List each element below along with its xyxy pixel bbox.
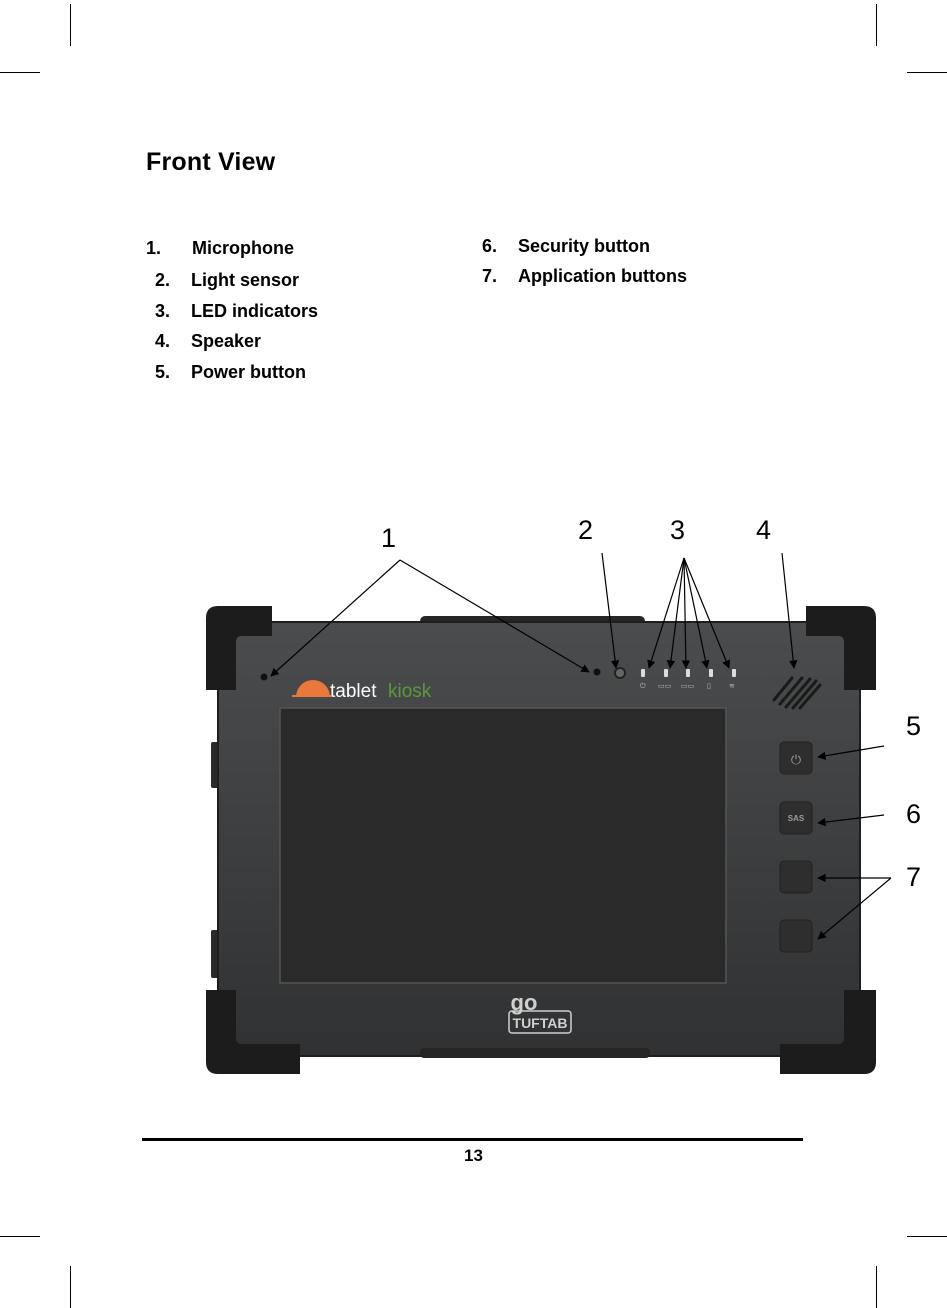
svg-text:tablet: tablet [330, 681, 377, 702]
led-indicators [641, 669, 736, 677]
svg-text:▯: ▯ [707, 682, 711, 690]
light-sensor [614, 667, 626, 679]
tuftab-logo: go TUFTAB [508, 990, 572, 1034]
list-item-label: Microphone [192, 238, 294, 258]
list-item-number: 6. [482, 236, 498, 256]
bottom-handle [420, 1048, 650, 1058]
list-item-label: Power button [191, 362, 306, 382]
callout-7: 7 [906, 862, 922, 892]
list-item-number: 5. [155, 362, 171, 382]
footer-rule [142, 1138, 803, 1141]
svg-text:kiosk: kiosk [388, 681, 432, 702]
crop-mark [0, 72, 40, 73]
svg-text:⏻: ⏻ [640, 682, 646, 690]
list-item: 1. Microphone [146, 238, 294, 259]
crop-mark [907, 1236, 947, 1237]
list-item-number: 7. [482, 266, 498, 286]
callout-5: 5 [906, 711, 922, 741]
application-button-2 [779, 919, 813, 953]
led-labels: ⏻ ▭▭ ▭▭ ▯ ≋ [640, 682, 735, 690]
callout-lines [270, 552, 892, 940]
crop-mark [70, 1266, 71, 1308]
list-item: 4. Speaker [155, 331, 261, 352]
application-button-1 [779, 860, 813, 894]
crop-mark [876, 1266, 877, 1308]
list-item: 6. Security button [482, 236, 650, 257]
svg-text:SAS: SAS [788, 814, 805, 823]
list-item-number: 3. [155, 301, 171, 321]
crop-mark [0, 1236, 40, 1237]
crop-mark [70, 4, 71, 46]
callout-6: 6 [906, 799, 922, 829]
svg-text:▭▭: ▭▭ [658, 682, 671, 690]
page-title: Front View [146, 148, 276, 176]
power-button [779, 741, 813, 775]
callout-3: 3 [670, 515, 686, 545]
svg-text:≋: ≋ [729, 682, 735, 690]
microphone-right [593, 668, 601, 676]
speaker-grille [772, 676, 822, 710]
list-item-number: 1. [146, 238, 162, 258]
list-item-label: Light sensor [191, 270, 300, 290]
list-item: 7. Application buttons [482, 266, 687, 287]
page-number: 13 [464, 1146, 483, 1165]
list-item-label: Application buttons [518, 266, 687, 286]
list-item: 2. Light sensor [155, 270, 299, 291]
svg-text:▭▭: ▭▭ [681, 682, 694, 690]
list-item-number: 4. [155, 331, 171, 351]
list-item: 3. LED indicators [155, 301, 318, 322]
corner-bumpers [206, 606, 876, 1074]
list-item-label: Speaker [191, 331, 262, 351]
microphone-left [260, 673, 268, 681]
svg-text:⏻: ⏻ [791, 753, 801, 768]
crop-mark [907, 72, 947, 73]
list-item-number: 2. [155, 270, 171, 290]
tabletkiosk-logo: tablet kiosk [292, 680, 432, 702]
crop-mark [876, 4, 877, 46]
callout-2: 2 [578, 515, 594, 545]
tablet-screen [279, 707, 727, 984]
list-item: 5. Power button [155, 362, 306, 383]
security-button [779, 801, 813, 835]
callout-4: 4 [756, 515, 772, 545]
list-item-label: Security button [518, 236, 651, 256]
list-item-label: LED indicators [191, 301, 319, 321]
callout-1: 1 [381, 523, 397, 553]
svg-text:TUFTAB: TUFTAB [513, 1015, 568, 1031]
